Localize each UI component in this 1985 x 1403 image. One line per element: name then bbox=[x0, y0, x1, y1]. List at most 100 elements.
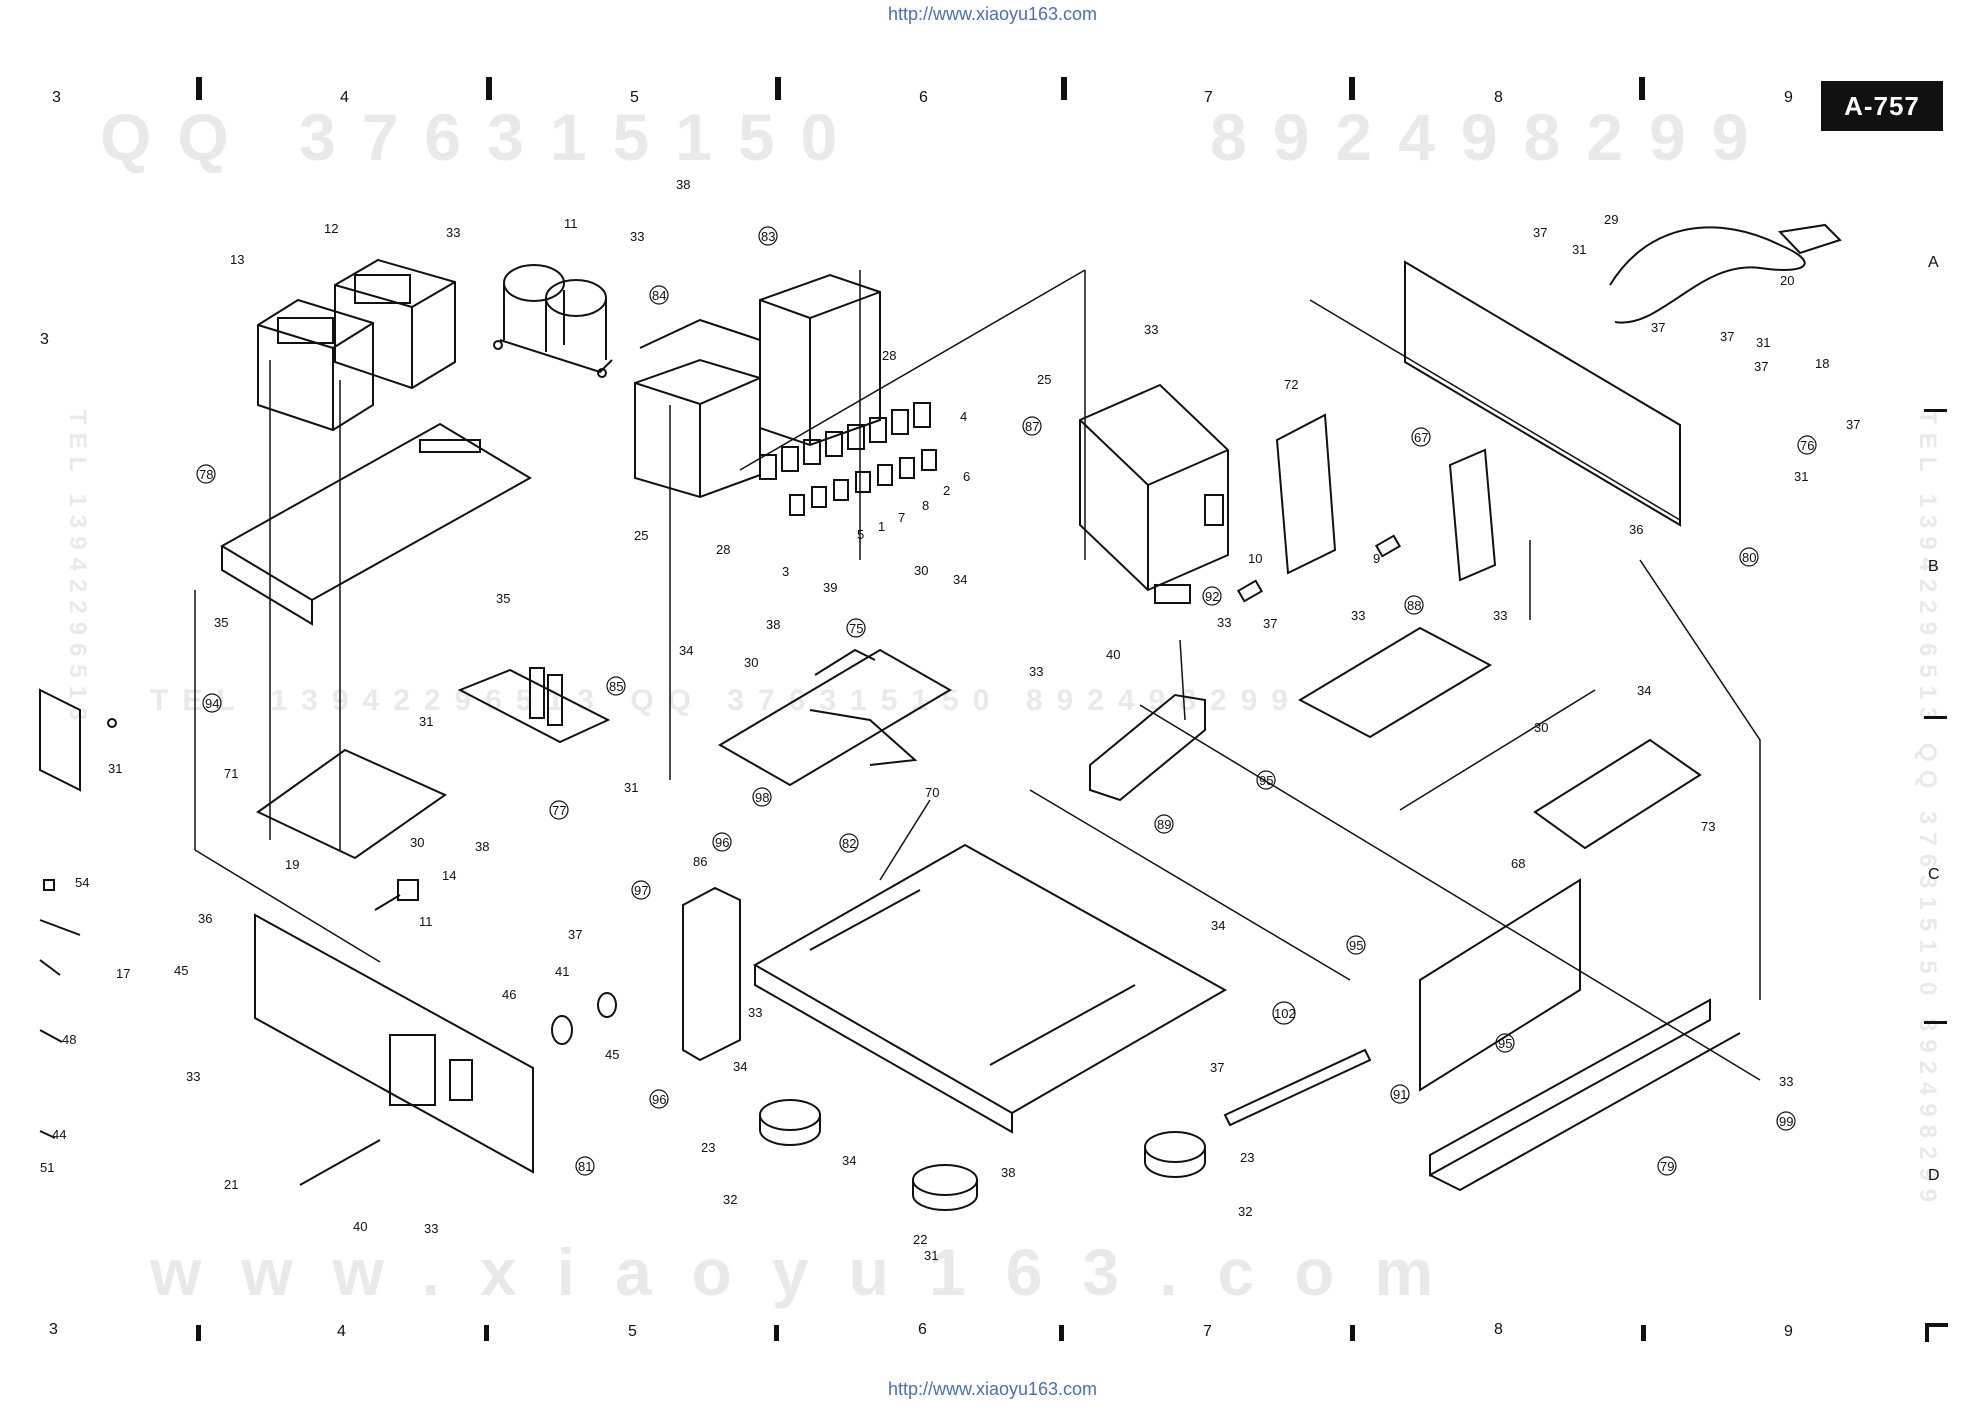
callout-86: 86 bbox=[693, 854, 707, 869]
callout-85: 85 bbox=[609, 679, 623, 694]
col-label-top-4: 4 bbox=[340, 89, 349, 106]
bracket-79 bbox=[1429, 998, 1711, 1177]
callout-30-b: 30 bbox=[744, 655, 758, 670]
col-label-top-6: 6 bbox=[919, 89, 928, 106]
callout-78: 78 bbox=[199, 467, 213, 482]
callout-38-d: 38 bbox=[1001, 1165, 1015, 1180]
col-label-top-9: 9 bbox=[1784, 89, 1793, 106]
callout-30-a: 30 bbox=[410, 835, 424, 850]
callout-98: 98 bbox=[755, 790, 769, 805]
watermark-vertical-right: TEL 13942296513 QQ 376315150 892498299 bbox=[1914, 410, 1941, 1210]
callout-45-b: 45 bbox=[605, 1047, 619, 1062]
rear-panel-81 bbox=[254, 913, 534, 1174]
callout-31-c: 31 bbox=[924, 1248, 938, 1263]
foot-23-right bbox=[1144, 1131, 1206, 1178]
callout-48: 48 bbox=[62, 1032, 76, 1047]
callout-5: 5 bbox=[857, 527, 864, 542]
callout-77: 77 bbox=[552, 803, 566, 818]
col-label-top-8: 8 bbox=[1494, 89, 1503, 106]
callout-39: 39 bbox=[823, 580, 837, 595]
callout-33-d: 33 bbox=[424, 1221, 438, 1236]
callout-95-c: 95 bbox=[1498, 1036, 1512, 1051]
callout-18: 18 bbox=[1815, 356, 1829, 371]
callout-9: 9 bbox=[1373, 551, 1380, 566]
callout-88: 88 bbox=[1407, 598, 1421, 613]
callout-37-e: 37 bbox=[1651, 320, 1665, 335]
callout-67: 67 bbox=[1414, 430, 1428, 445]
foot-22 bbox=[912, 1164, 978, 1211]
callout-96-a: 96 bbox=[715, 835, 729, 850]
callout-37-h: 37 bbox=[1846, 417, 1860, 432]
callout-41: 41 bbox=[555, 964, 569, 979]
pcb-75 bbox=[718, 648, 952, 787]
row-label-d: D bbox=[1928, 1167, 1940, 1184]
bracket-87 bbox=[1079, 383, 1229, 592]
callout-13: 13 bbox=[230, 252, 244, 267]
col-label-bottom-7: 7 bbox=[1203, 1323, 1212, 1340]
callout-84: 84 bbox=[652, 288, 666, 303]
callout-46: 46 bbox=[502, 987, 516, 1002]
callout-31-e: 31 bbox=[1756, 335, 1770, 350]
callout-68: 68 bbox=[1511, 856, 1525, 871]
watermark-vertical-left: TEL 13942296513 bbox=[64, 410, 91, 728]
callout-81: 81 bbox=[578, 1159, 592, 1174]
callout-25-b: 25 bbox=[1037, 372, 1051, 387]
url-top[interactable]: http://www.xiaoyu163.com bbox=[887, 4, 1098, 24]
callout-40-b: 40 bbox=[1106, 647, 1120, 662]
pcb-73 bbox=[1533, 738, 1702, 850]
slide-lever-102 bbox=[1223, 1048, 1372, 1127]
callout-12: 12 bbox=[324, 221, 338, 236]
callout-31-g: 31 bbox=[108, 761, 122, 776]
callout-28-a: 28 bbox=[882, 348, 896, 363]
callout-37-f: 37 bbox=[1720, 329, 1734, 344]
callout-28-b: 28 bbox=[716, 542, 730, 557]
watermark-top-right: 892498299 bbox=[1210, 100, 1774, 174]
callout-33-g: 33 bbox=[1029, 664, 1043, 679]
callout-37-c: 37 bbox=[1263, 616, 1277, 631]
callout-3: 3 bbox=[782, 564, 789, 579]
callout-37-a: 37 bbox=[568, 927, 582, 942]
callout-94: 94 bbox=[205, 696, 219, 711]
watermark-bottom: www.xiaoyu163.com bbox=[149, 1235, 1473, 1309]
power-cord-20 bbox=[1609, 226, 1806, 324]
callout-72: 72 bbox=[1284, 377, 1298, 392]
bottom-chassis-82 bbox=[752, 843, 1228, 1134]
callout-51: 51 bbox=[40, 1160, 54, 1175]
pcb-71 bbox=[256, 748, 448, 860]
callout-33-k: 33 bbox=[1779, 1074, 1793, 1089]
callout-11-bottom: 11 bbox=[419, 914, 433, 929]
callout-31-a: 31 bbox=[419, 714, 433, 729]
callout-30-c: 30 bbox=[914, 563, 928, 578]
callout-25-a: 25 bbox=[634, 528, 648, 543]
callout-30-d: 30 bbox=[1534, 720, 1548, 735]
url-bottom[interactable]: http://www.xiaoyu163.com bbox=[887, 1379, 1098, 1399]
callout-36-b: 36 bbox=[1629, 522, 1643, 537]
callout-71: 71 bbox=[224, 766, 238, 781]
callout-32-right: 32 bbox=[1238, 1204, 1252, 1219]
callout-17: 17 bbox=[116, 966, 130, 981]
col-label-bottom-4: 4 bbox=[337, 1323, 346, 1340]
callout-54: 54 bbox=[75, 875, 89, 890]
callout-34-d: 34 bbox=[733, 1059, 747, 1074]
heatsink-84 bbox=[634, 318, 761, 499]
callout-31-d: 31 bbox=[1572, 242, 1586, 257]
callout-2: 2 bbox=[943, 483, 950, 498]
callout-1: 1 bbox=[878, 519, 885, 534]
callout-97: 97 bbox=[634, 883, 648, 898]
foot-23-left bbox=[759, 1099, 821, 1146]
callout-34-e: 34 bbox=[842, 1153, 856, 1168]
row-label-a: A bbox=[1928, 254, 1939, 271]
power-transformer-13 bbox=[257, 298, 374, 432]
callout-14: 14 bbox=[442, 868, 456, 883]
bracket-79-edge bbox=[1429, 1032, 1741, 1192]
filter-capacitors-11 bbox=[493, 264, 613, 378]
col-label-bottom-6: 6 bbox=[918, 1321, 927, 1338]
callout-31-b: 31 bbox=[624, 780, 638, 795]
part-92-outline bbox=[1154, 584, 1191, 604]
pcb-68 bbox=[1419, 878, 1581, 1092]
col-label-bottom-9: 9 bbox=[1784, 1323, 1793, 1340]
callout-33-c: 33 bbox=[186, 1069, 200, 1084]
bracket-89 bbox=[1089, 693, 1206, 802]
watermark-top-left: QQ 376315150 bbox=[100, 100, 863, 174]
